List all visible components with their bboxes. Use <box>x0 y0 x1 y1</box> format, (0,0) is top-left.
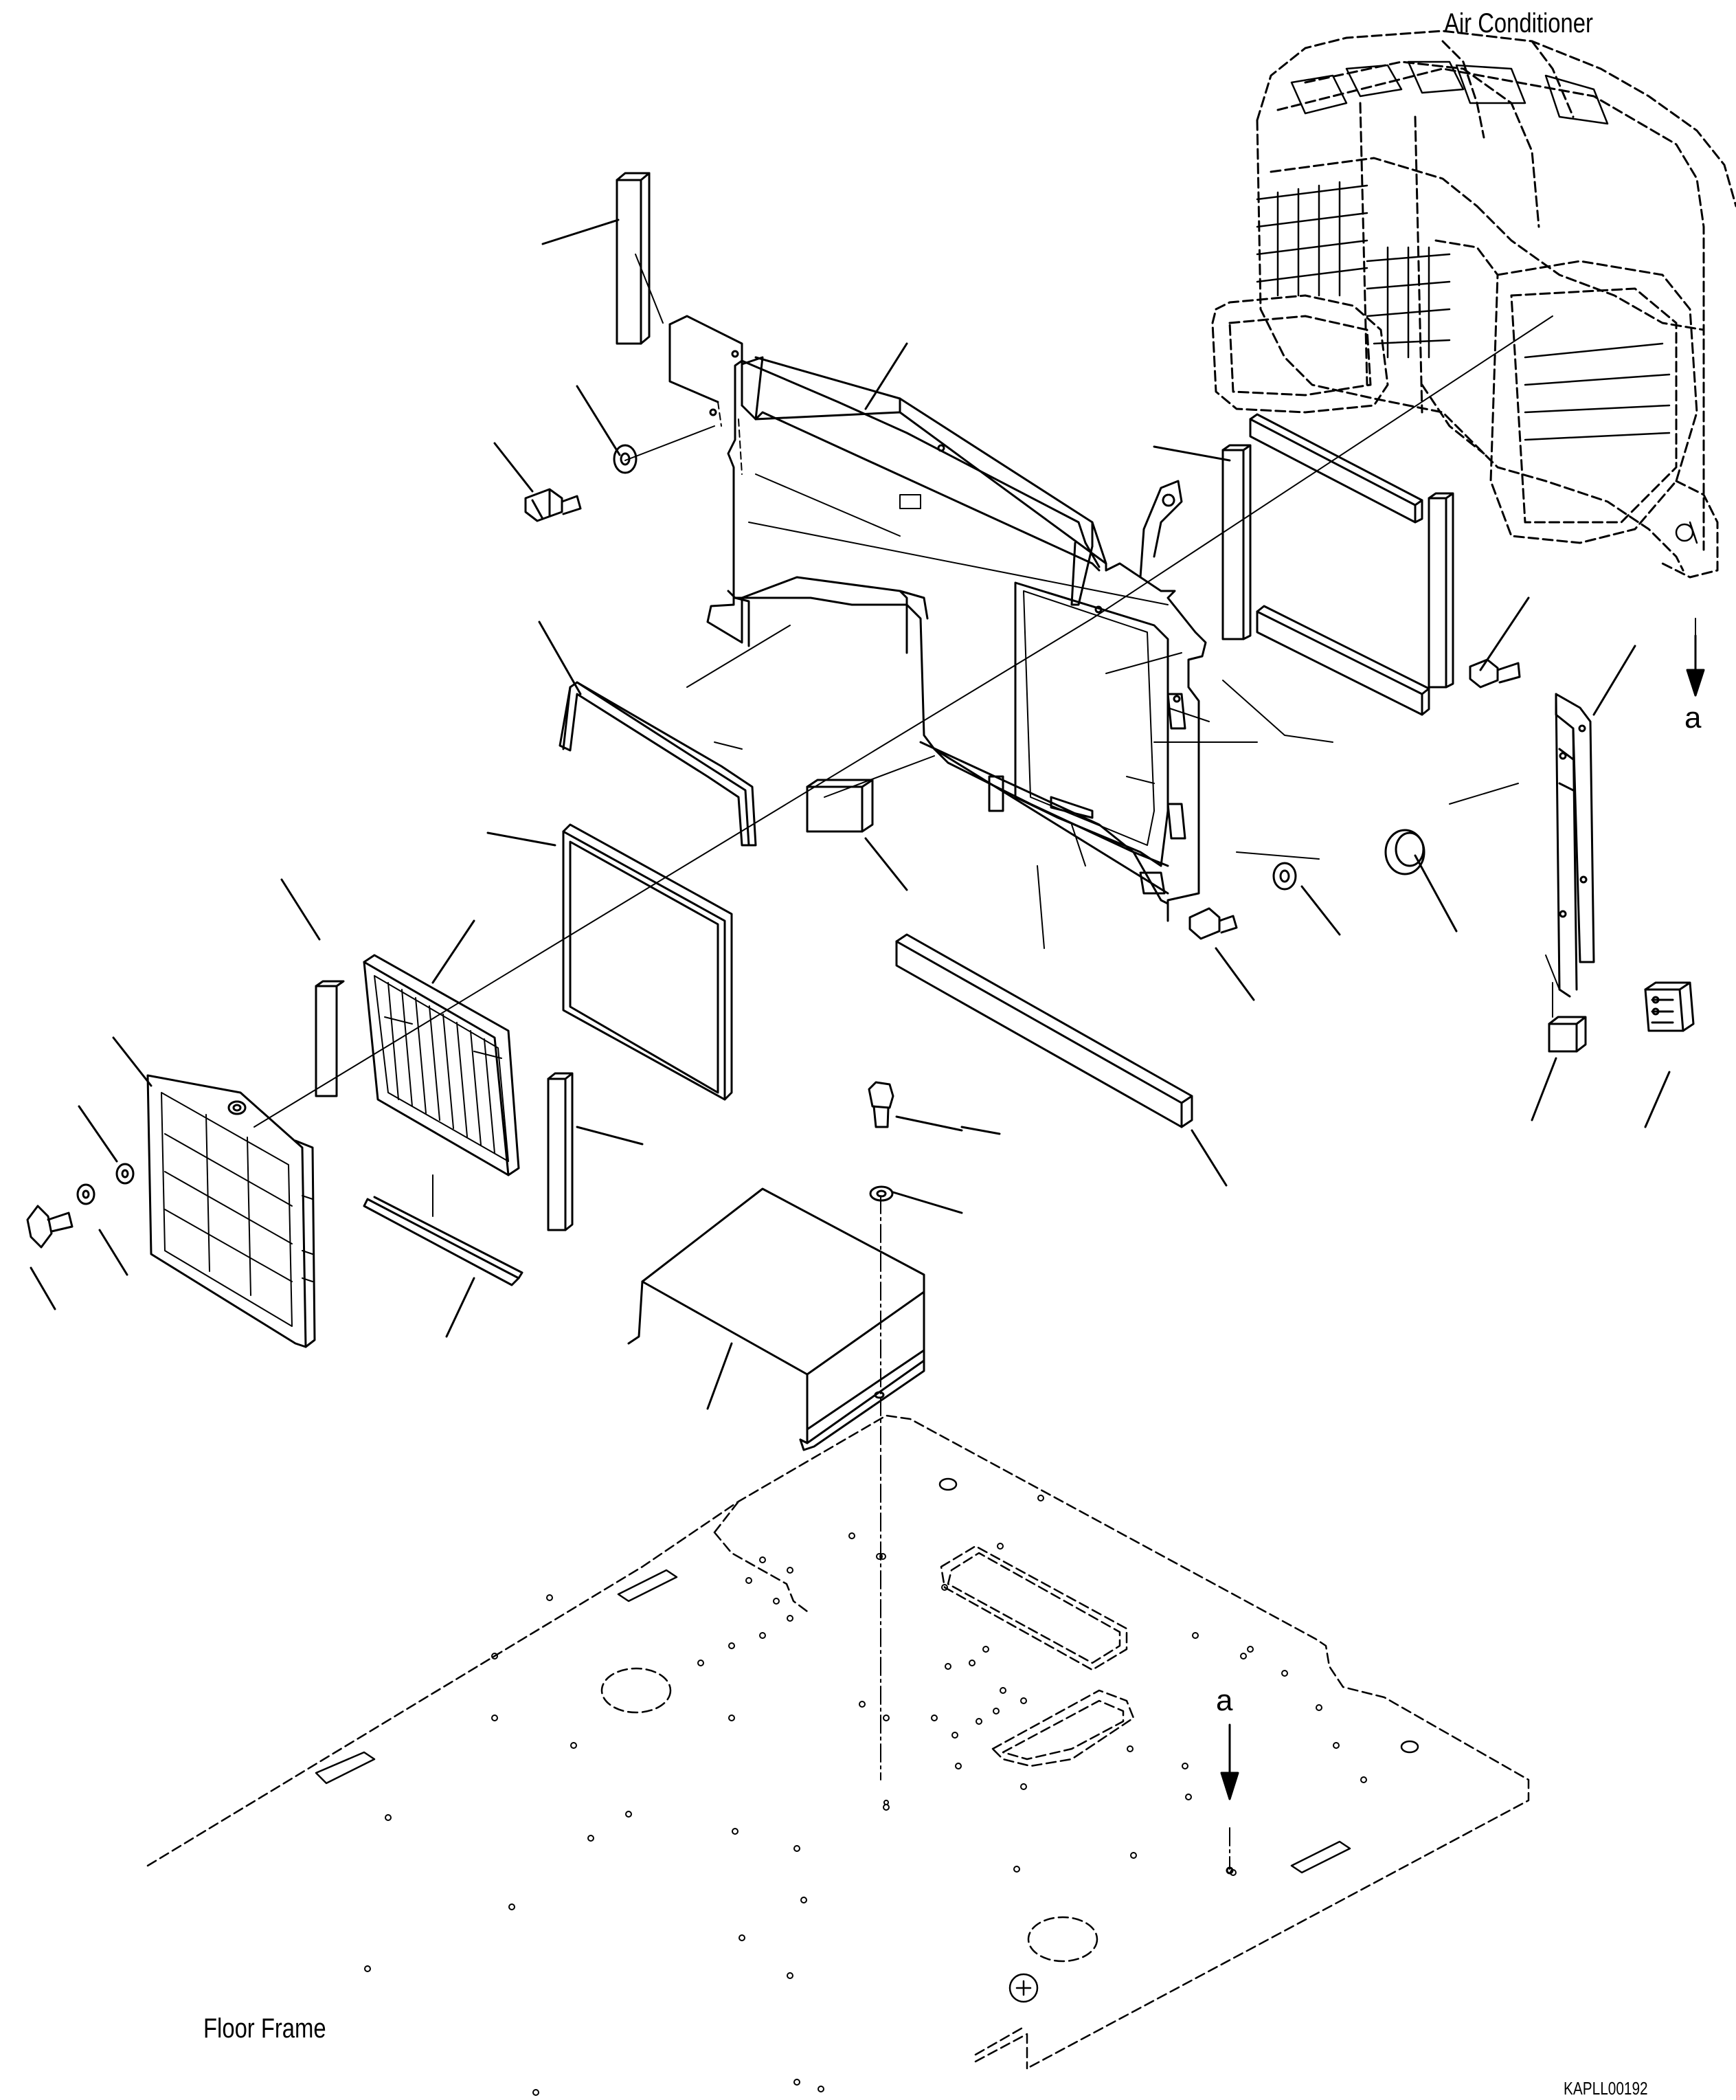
air-conditioner-unit <box>1211 30 1736 579</box>
wing-bolt-washers <box>26 1163 135 1249</box>
bolt-washer-middle <box>1188 862 1297 940</box>
leader-lines <box>30 219 1671 1410</box>
reference-mark-a-upper: a <box>1684 701 1702 735</box>
vertical-center-line <box>880 618 1696 1780</box>
foam-strip-left <box>315 980 345 1097</box>
small-foam-block <box>1548 1016 1587 1053</box>
foam-block-small <box>806 779 874 833</box>
foam-strips-right <box>1221 413 1454 716</box>
long-foam-bar <box>895 933 1193 1128</box>
reference-mark-a-lower: a <box>1216 1684 1233 1717</box>
bolt-washer-top <box>524 444 638 522</box>
bottom-cover <box>627 1187 925 1451</box>
bolt-right-bracket <box>1469 658 1521 689</box>
drawing-code: KAPLL00192 <box>1564 2078 1648 2099</box>
u-channel-seal <box>559 681 757 847</box>
filter-element <box>363 954 520 1176</box>
air-conditioner-label: Air Conditioner <box>1444 8 1593 38</box>
floor-frame <box>146 1414 1530 2070</box>
reference-arrow-upper <box>1686 634 1705 697</box>
foam-strip-bottom <box>363 1196 523 1286</box>
bolt-washer-cover <box>868 1081 894 1202</box>
floor-frame-holes <box>364 1495 1367 2096</box>
floor-frame-brackets <box>315 1477 1419 2003</box>
grommet <box>1384 829 1425 875</box>
filter-cover <box>146 1074 316 1348</box>
assembly-lines <box>253 315 1560 1217</box>
floor-frame-label: Floor Frame <box>203 2013 326 2044</box>
air-conditioner-grille <box>1256 60 1698 544</box>
duct-bracket-assembly <box>668 315 1207 922</box>
connector-clip <box>1644 981 1695 1032</box>
foam-block-top <box>616 172 664 345</box>
reference-arrow-lower <box>1220 1723 1239 1875</box>
gasket-frame <box>562 823 733 1101</box>
right-vertical-bracket <box>1555 693 1595 998</box>
foam-strip-right <box>547 1072 574 1231</box>
